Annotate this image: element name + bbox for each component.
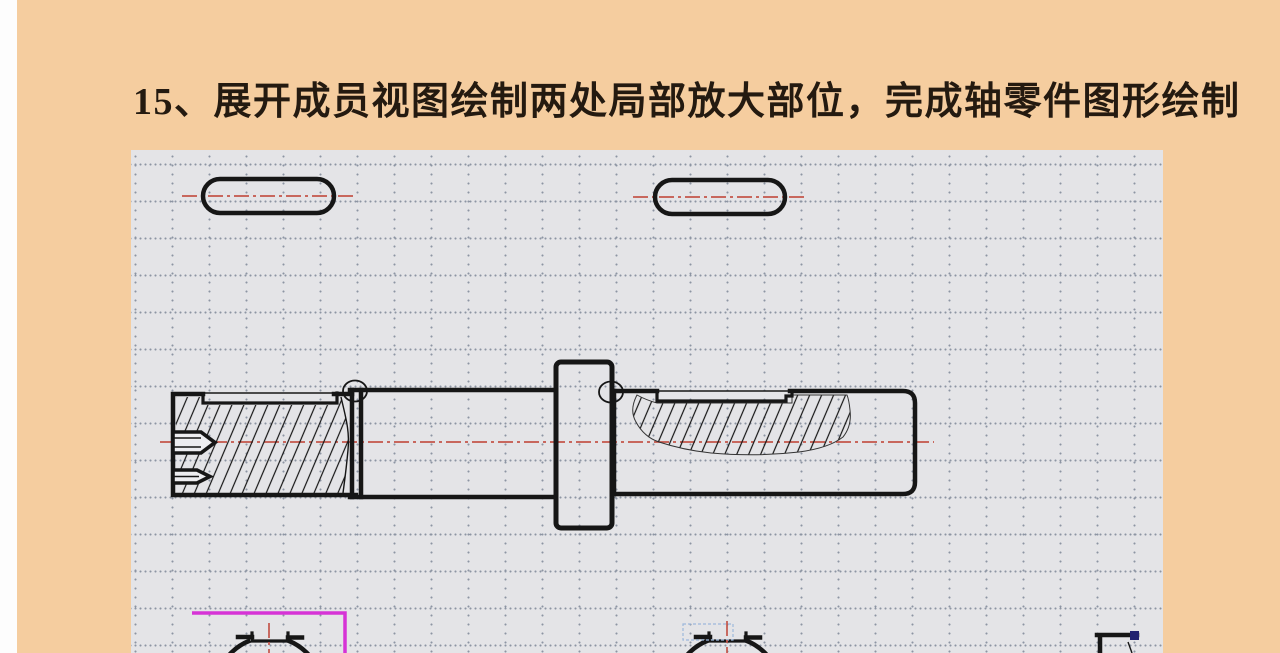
center-hole-upper: [171, 430, 218, 455]
detail-view-corner: [1094, 631, 1140, 653]
shaft-left-section: [170, 391, 359, 498]
keyway-profile-left: [182, 176, 357, 216]
shaft-right-section: [611, 388, 918, 497]
cross-section-left: [227, 623, 311, 653]
shaft-middle-segment: [347, 387, 559, 500]
shaft-drawing: [160, 176, 1140, 653]
left-edge-strip: [0, 0, 17, 653]
selection-rubberband[interactable]: [192, 611, 347, 653]
keyway-slot-section: [655, 389, 794, 403]
grip-handle[interactable]: [1130, 631, 1139, 640]
shaft-flange: [553, 359, 615, 531]
slide-title: 15、展开成员视图绘制两处局部放大部位，完成轴零件图形绘制: [133, 81, 1241, 123]
keyway-profile-right: [633, 177, 807, 217]
snap-hint-box: [682, 623, 734, 641]
cross-section-middle: [682, 621, 769, 653]
drawing-canvas[interactable]: [131, 150, 1163, 653]
broken-out-hatch: [632, 394, 851, 456]
segment-step-left: [349, 387, 364, 500]
